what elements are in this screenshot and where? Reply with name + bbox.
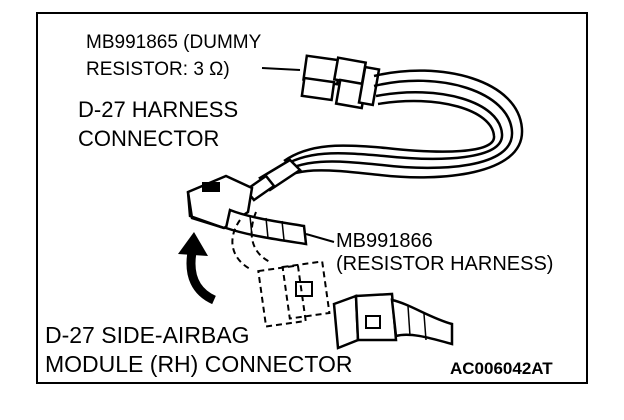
side-airbag-label-line1: D-27 SIDE-AIRBAG <box>45 322 250 348</box>
connection-arrow-icon <box>178 232 217 305</box>
side-airbag-label-line2: MODULE (RH) CONNECTOR <box>45 351 353 377</box>
ghost-connector-dashed <box>231 211 331 328</box>
harness-connector-label-line1: D-27 HARNESS <box>78 97 239 122</box>
dummy-resistor-label-line1: MB991865 (DUMMY <box>86 32 262 53</box>
resistor-harness-label-line2: (RESISTOR HARNESS) <box>336 253 554 275</box>
dummy-resistor-label-line2: RESISTOR: 3 Ω) <box>86 59 230 80</box>
harness-connector-label-line2: CONNECTOR <box>78 126 220 151</box>
d27-harness-connector <box>186 174 308 246</box>
figure-code: AC006042AT <box>450 359 553 378</box>
dummy-resistor-connector <box>300 54 381 110</box>
side-airbag-module-connector <box>332 292 454 350</box>
resistor-harness-label-line1: MB991866 <box>336 230 433 252</box>
resistor-harness-cable <box>271 69 524 185</box>
figure-frame <box>36 12 588 384</box>
resistor-harness-leader <box>305 233 335 243</box>
dummy-resistor-leader <box>261 67 301 71</box>
